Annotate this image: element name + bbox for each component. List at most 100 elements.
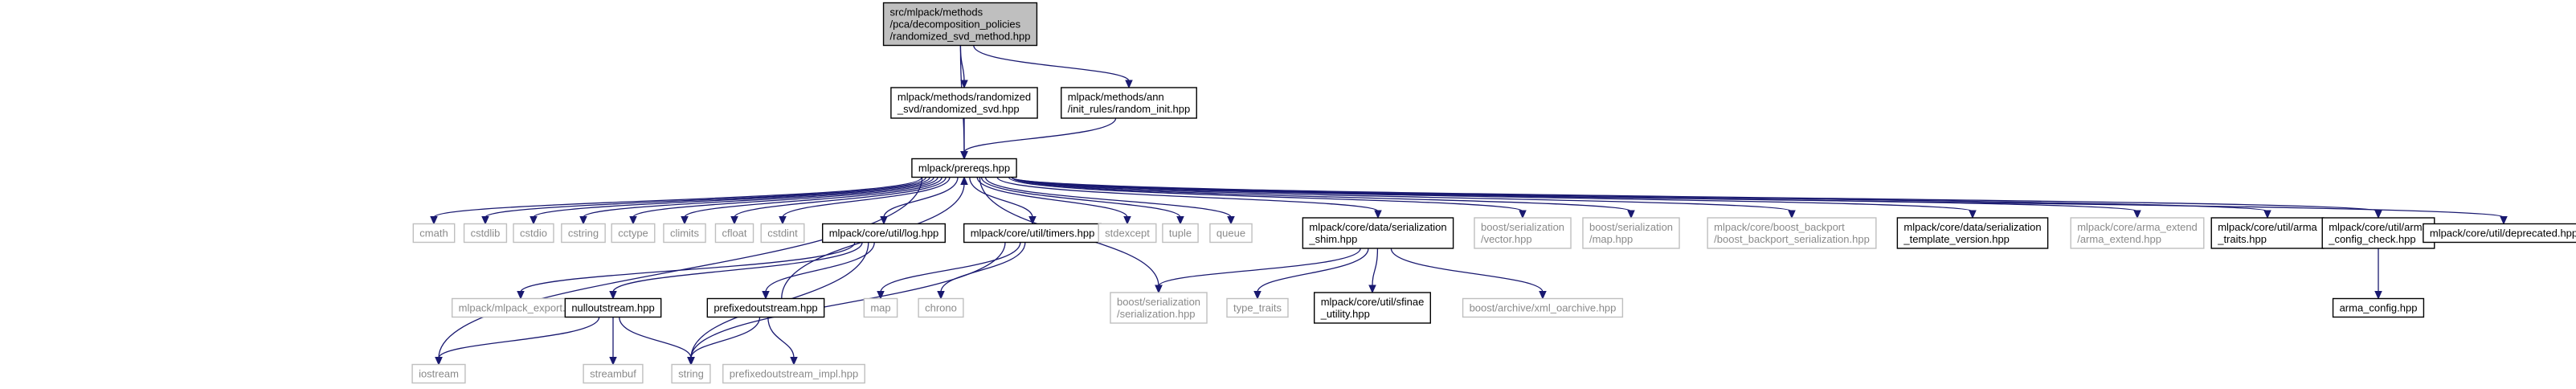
node-cstring: cstring [561,223,606,244]
node-label-cstdint-0: cstdint [767,227,798,240]
node-climits: climits [663,223,706,244]
node-label-sfinae-1: _utility.hpp [1320,308,1370,320]
node-box-prefiximpl [722,363,865,384]
node-box-armacfg [2332,297,2425,318]
edge-arrowhead-prereqs-to-cmath [430,216,438,225]
node-label-queue-0: queue [1216,227,1245,240]
edge-arrowhead-prereqs-to-deprecated [2500,216,2508,225]
node-label-streambuf-0: streambuf [590,368,636,380]
node-label-cstdlib-0: cstdlib [471,227,501,240]
node-box-iostream [411,363,466,384]
node-label-bser-0: boost/serialization [1117,296,1200,308]
node-box-xmlo [1462,297,1624,318]
edge-arrowhead-nullout-to-streambuf [609,357,617,366]
node-label-shim-0: mlpack/core/data/serialization [1309,221,1446,233]
node-box-chrono [918,297,964,318]
node-label-climits-0: climits [670,227,700,240]
node-label-bbackport-1: /boost_backport_serialization.hpp [1714,233,1870,245]
node-prefixout[interactable]: prefixedoutstream.hpp [706,297,825,318]
node-label-cstring-0: cstring [568,227,599,240]
edge-arrowhead-prereqs-to-bmap [1627,210,1635,219]
node-box-log [822,223,946,244]
node-label-armaext-1: /arma_extend.hpp [2077,233,2161,245]
node-log[interactable]: mlpack/core/util/log.hpp [822,223,946,244]
node-box-map [863,297,898,318]
node-box-stdexcept [1098,223,1157,244]
node-label-rsvd-1: _svd/randomized_svd.hpp [897,103,1020,115]
edge-arrowhead-prereqs-to-queue [1227,216,1235,225]
node-label-map-0: map [870,302,890,314]
edge-prereqs-to-bvector [1008,176,1523,212]
node-root[interactable]: src/mlpack/methods/pca/decomposition_pol… [882,2,1038,47]
edge-arrowhead-root-to-rsvd [960,80,968,89]
node-label-typetraits-0: type_traits [1233,302,1282,314]
node-label-cstdio-0: cstdio [520,227,547,240]
node-box-stv [1896,217,2049,249]
node-label-root-0: src/mlpack/methods [890,6,983,18]
node-bbackport: mlpack/core/boost_backport/boost_backpor… [1707,217,1877,249]
edge-arrowhead-prereqs-to-stdexcept [1123,216,1131,225]
edge-nullout-to-iostream [438,317,600,358]
node-label-cmath-0: cmath [419,227,448,240]
node-armatraits[interactable]: mlpack/core/util/arma_traits.hpp [2210,217,2325,249]
edge-prereqs-to-stv [1011,176,1973,212]
node-label-rinit-0: mlpack/methods/ann [1068,91,1164,103]
node-prefiximpl: prefixedoutstream_impl.hpp [722,363,865,384]
edge-arrowhead-prereqs-to-cfloat [730,216,738,225]
node-shim[interactable]: mlpack/core/data/serialization_shim.hpp [1302,217,1454,249]
node-label-armaext-0: mlpack/core/arma_extend [2077,221,2198,233]
node-stv[interactable]: mlpack/core/data/serialization_template_… [1896,217,2049,249]
edge-arrowhead-prefixout-to-prefiximpl [790,357,798,366]
node-label-armacfgchk-0: mlpack/core/util/arma [2329,221,2428,233]
node-armaext: mlpack/core/arma_extend/arma_extend.hpp [2070,217,2205,249]
node-label-armacfgchk-1: _config_check.hpp [2328,233,2415,245]
node-sfinae[interactable]: mlpack/core/util/sfinae_utility.hpp [1313,292,1432,324]
node-rinit[interactable]: mlpack/methods/ann/init_rules/random_ini… [1061,87,1197,119]
edge-log-to-prefixout [765,242,875,293]
edge-arrowhead-shim-to-typetraits [1253,291,1261,300]
node-box-typetraits [1226,297,1289,318]
edge-timers-to-chrono [940,242,1026,293]
node-box-cstring [561,223,606,244]
edge-arrowhead-armacfgchk-to-armacfg [2374,291,2382,300]
node-nullout[interactable]: nulloutstream.hpp [564,297,662,318]
node-label-cfloat-0: cfloat [722,227,746,240]
node-deprecated[interactable]: mlpack/core/util/deprecated.hpp [2423,223,2576,244]
node-string: string [671,363,711,384]
edges-layer [430,45,2508,366]
node-box-root [882,2,1038,47]
node-rsvd[interactable]: mlpack/methods/randomized_svd/randomized… [890,87,1038,119]
edge-arrowhead-log-to-prefixout [762,291,770,300]
node-box-nullout [564,297,662,318]
node-armacfg[interactable]: arma_config.hpp [2332,297,2425,318]
node-box-tuple [1162,223,1199,244]
node-bvector: boost/serialization/vector.hpp [1474,217,1572,249]
edge-prereqs-to-shim [996,176,1379,212]
node-armacfgchk[interactable]: mlpack/core/util/arma_config_check.hpp [2321,217,2435,249]
node-label-rinit-1: /init_rules/random_init.hpp [1068,103,1190,115]
node-timers[interactable]: mlpack/core/util/timers.hpp [963,223,1102,244]
edge-prereqs-to-stdexcept [976,177,1128,218]
node-box-armaext [2070,217,2205,249]
node-label-string-0: string [678,368,704,380]
edge-root-to-rinit [973,45,1130,82]
node-box-bvector [1474,217,1572,249]
edge-arrowhead-prereqs-to-cstdio [530,216,538,225]
node-box-cstdint [760,223,805,244]
node-prereqs[interactable]: mlpack/prereqs.hpp [911,158,1017,178]
node-label-root-1: /pca/decomposition_policies [890,18,1021,31]
node-box-shim [1302,217,1454,249]
node-box-cstdio [513,223,554,244]
node-map: map [863,297,898,318]
node-label-export-0: mlpack/mlpack_export.hpp [459,302,583,314]
edge-arrowhead-prereqs-to-cstring [579,216,587,225]
node-box-queue [1209,223,1253,244]
edge-arrowhead-prefixout-to-prereqs [960,176,968,185]
node-bmap: boost/serialization/map.hpp [1582,217,1680,249]
edge-prereqs-to-log [883,177,959,218]
edge-arrowhead-root-to-rinit [1125,80,1133,89]
node-label-chrono-0: chrono [925,302,957,314]
node-label-bbackport-0: mlpack/core/boost_backport [1714,221,1845,233]
edge-prereqs-to-timers [969,177,1033,218]
